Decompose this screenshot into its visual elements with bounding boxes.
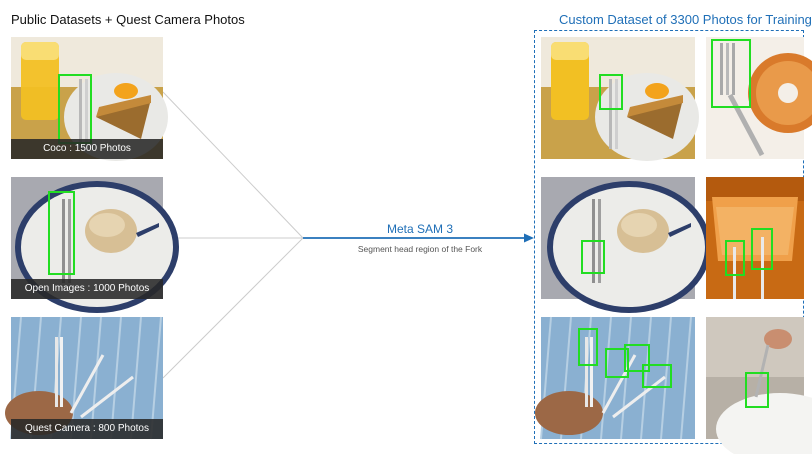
process-label: Meta SAM 3: [386, 222, 454, 236]
dataset-photo-openimages-annotated: [541, 177, 711, 313]
source-photo-openimages: Open Images : 1000 Photos: [11, 177, 179, 313]
left-title: Public Datasets + Quest Camera Photos: [11, 12, 245, 27]
quest-annotated-photo-icon: [535, 316, 695, 440]
dataset-photo-coco-annotated: [541, 37, 699, 161]
coco-annotated-photo-icon: [541, 37, 699, 161]
hand-fork-photo-icon: [706, 317, 812, 454]
connector-line-quest: [162, 237, 304, 379]
process-arrow-head: [524, 233, 534, 243]
quest-fork-photo-icon: [5, 316, 163, 440]
caption-quest: Quest Camera : 800 Photos: [11, 419, 163, 439]
napkin-forks-photo-icon: [706, 177, 804, 299]
caption-coco: Coco : 1500 Photos: [11, 139, 163, 159]
dataset-photo-quest-annotated: [535, 316, 695, 440]
connector-line-coco: [162, 91, 304, 239]
caption-openimages: Open Images : 1000 Photos: [11, 279, 163, 299]
dataset-photo-donut-fork: [706, 37, 812, 159]
right-title: Custom Dataset of 3300 Photos for Traini…: [559, 12, 812, 27]
source-photo-quest: Quest Camera : 800 Photos: [5, 316, 163, 440]
process-sublabel: Segment head region of the Fork: [357, 244, 483, 254]
dataset-photo-napkin-forks: [706, 177, 804, 299]
openimages-annotated-photo-icon: [541, 177, 711, 313]
source-photo-coco: Coco : 1500 Photos: [11, 37, 168, 161]
dataset-photo-hand-fork: [706, 317, 812, 454]
donut-fork-photo-icon: [706, 37, 812, 159]
coco-fork-photo-icon: [11, 37, 168, 161]
